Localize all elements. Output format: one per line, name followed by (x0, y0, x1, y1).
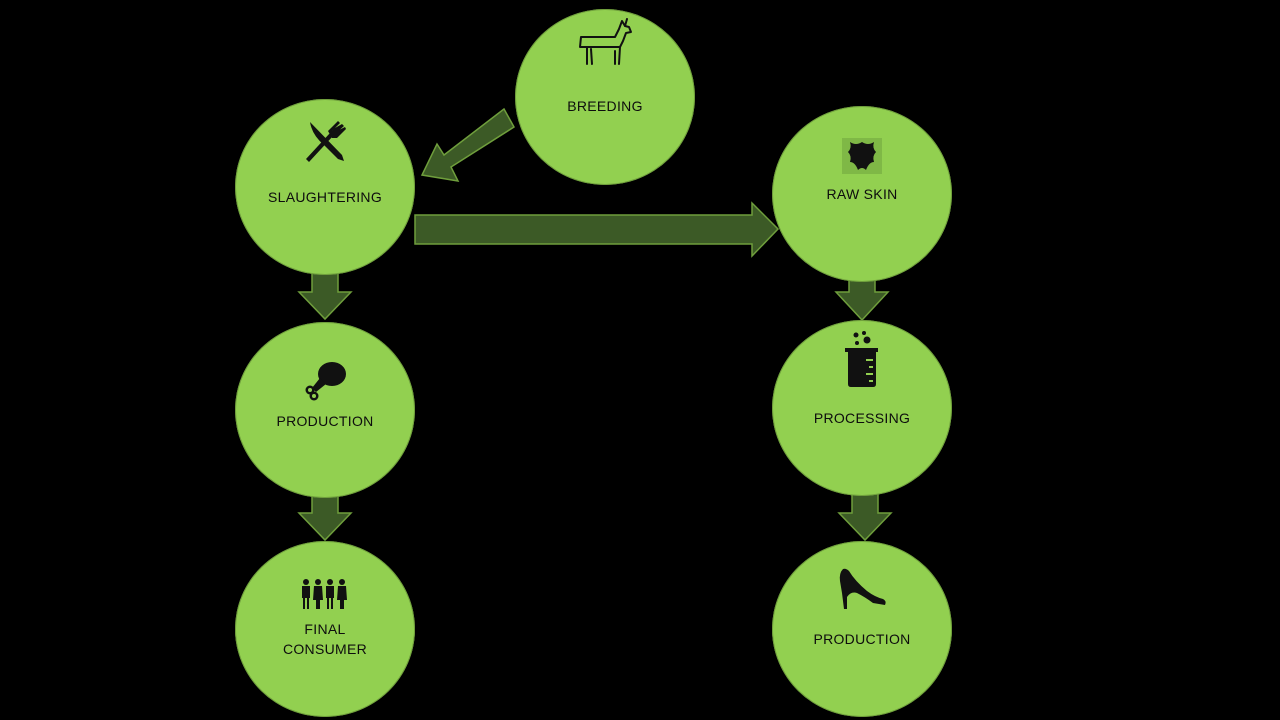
node-final-consumer-label-2: CONSUMER (282, 641, 368, 657)
node-production-leather-label: PRODUCTION (813, 631, 911, 647)
chicken-leg-icon (302, 360, 348, 402)
node-raw-skin: RAW SKIN (772, 106, 952, 282)
goat-icon (575, 17, 635, 69)
high-heel-icon (837, 567, 887, 611)
node-production-food-label: PRODUCTION (276, 413, 374, 429)
node-slaughtering: SLAUGHTERING (235, 99, 415, 275)
people-icon (301, 578, 349, 610)
fork-knife-icon (302, 119, 348, 165)
arrow-slaughtering-to-raw-skin (414, 201, 780, 258)
beaker-icon (842, 330, 882, 388)
node-processing: PROCESSING (772, 320, 952, 496)
node-breeding: BREEDING (515, 9, 695, 185)
node-processing-label: PROCESSING (813, 410, 911, 426)
node-production-leather: PRODUCTION (772, 541, 952, 717)
arrow-breeding-to-slaughtering (420, 107, 515, 182)
node-final-consumer-label-1: FINAL (304, 621, 346, 637)
node-final-consumer: FINAL CONSUMER (235, 541, 415, 717)
node-breeding-label: BREEDING (567, 98, 643, 114)
node-raw-skin-label: RAW SKIN (826, 186, 898, 202)
leather-hide-icon (842, 138, 882, 174)
node-production-food: PRODUCTION (235, 322, 415, 498)
node-slaughtering-label: SLAUGHTERING (267, 189, 383, 205)
